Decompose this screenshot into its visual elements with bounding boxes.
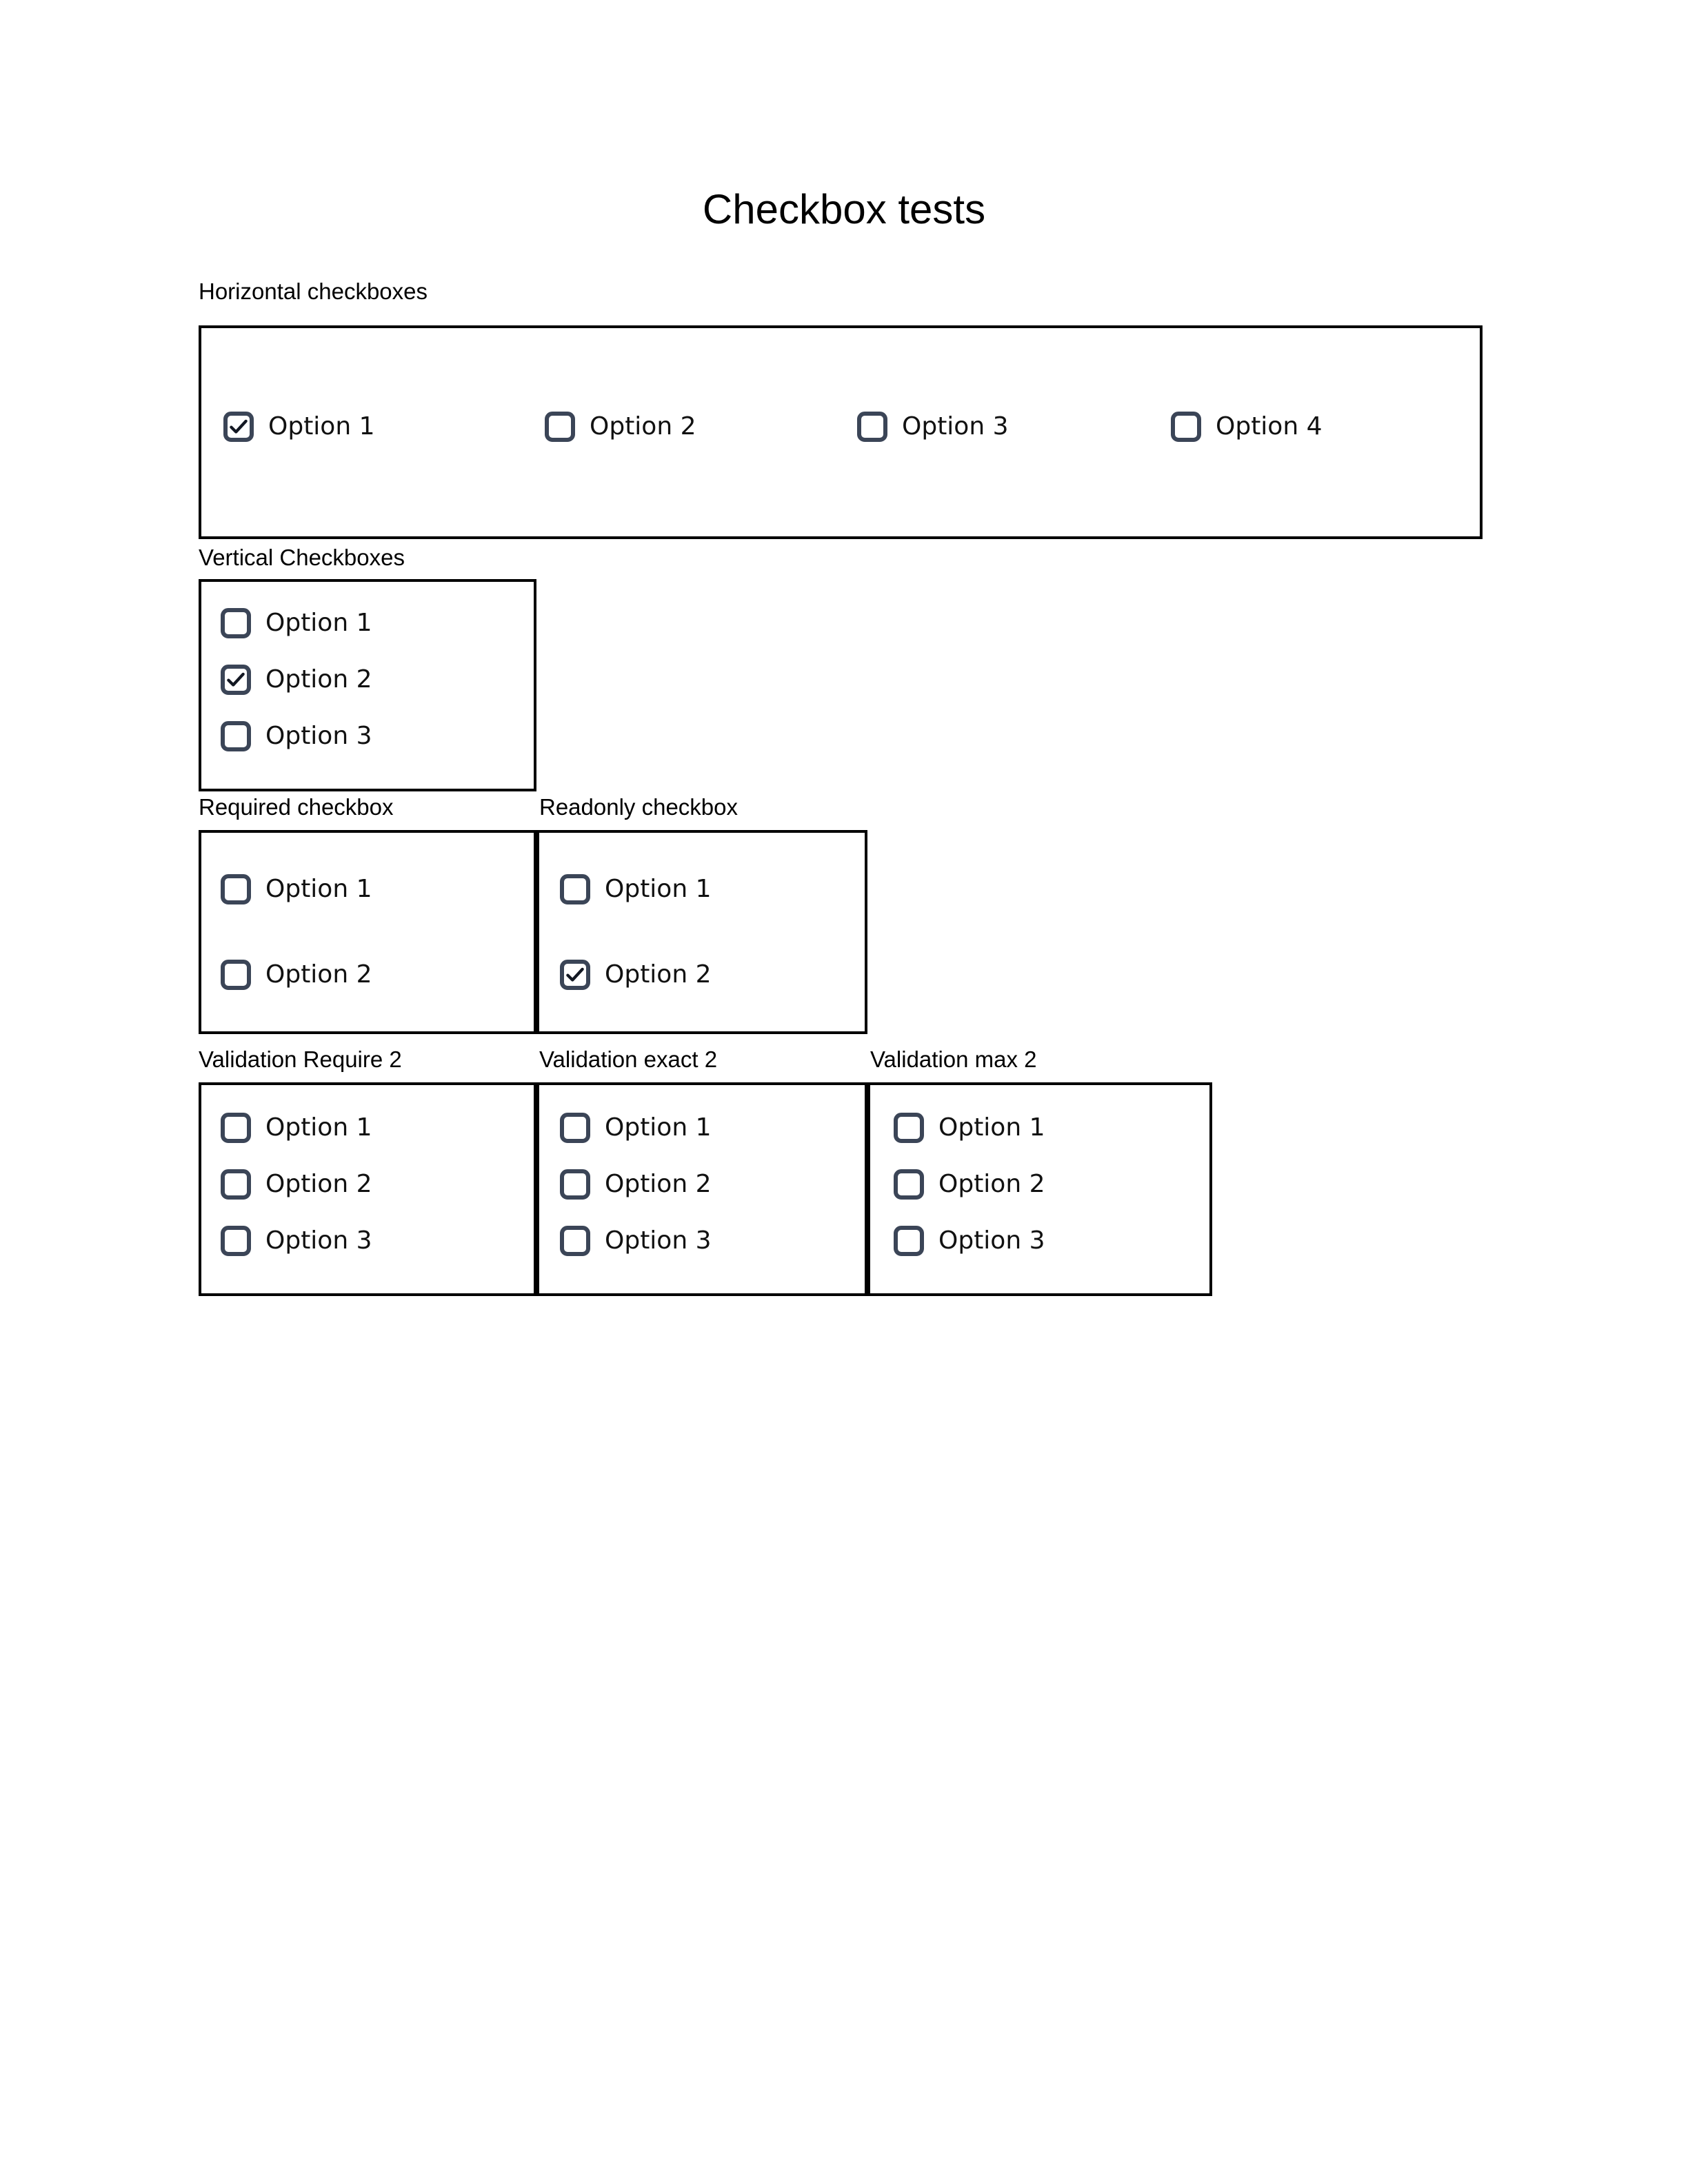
checkbox-unchecked-icon[interactable] (221, 608, 251, 638)
checkbox-item-validation-max-2-option-2[interactable]: Option 2 (894, 1169, 1045, 1200)
checkbox-label: Option 3 (938, 1226, 1045, 1255)
checkbox-label: Option 1 (605, 875, 712, 903)
group-label-readonly: Readonly checkbox (539, 794, 738, 820)
group-box-validation-max-2 (867, 1082, 1212, 1296)
group-label-vertical: Vertical Checkboxes (199, 545, 405, 570)
checkbox-label: Option 2 (605, 1170, 712, 1198)
checkbox-unchecked-icon[interactable] (894, 1113, 924, 1143)
checkbox-unchecked-icon[interactable] (221, 960, 251, 990)
checkbox-item-horizontal-option-4[interactable]: Option 4 (1171, 412, 1323, 442)
checkbox-unchecked-icon[interactable] (545, 412, 575, 442)
group-box-required (199, 830, 536, 1034)
checkbox-item-validation-max-2-option-1[interactable]: Option 1 (894, 1113, 1045, 1143)
checkbox-label: Option 1 (605, 1113, 712, 1142)
checkbox-label: Option 4 (1216, 412, 1323, 441)
checkbox-label: Option 1 (268, 412, 375, 441)
checkbox-label: Option 1 (265, 609, 372, 637)
group-box-horizontal (199, 325, 1483, 539)
checkbox-label: Option 2 (605, 960, 712, 989)
checkbox-unchecked-icon[interactable] (894, 1169, 924, 1200)
checkbox-checked-icon[interactable] (221, 665, 251, 695)
checkbox-label: Option 2 (265, 960, 372, 989)
checkbox-item-readonly-option-2[interactable]: Option 2 (560, 960, 712, 990)
checkbox-unchecked-icon[interactable] (560, 1169, 590, 1200)
checkbox-label: Option 3 (902, 412, 1009, 441)
group-label-horizontal: Horizontal checkboxes (199, 279, 428, 304)
checkbox-unchecked-icon[interactable] (1171, 412, 1201, 442)
checkbox-unchecked-icon[interactable] (894, 1226, 924, 1256)
checkbox-unchecked-icon[interactable] (221, 1113, 251, 1143)
group-box-readonly (536, 830, 867, 1034)
checkbox-item-validation-exact-2-option-3[interactable]: Option 3 (560, 1226, 712, 1256)
checkbox-label: Option 3 (605, 1226, 712, 1255)
checkbox-unchecked-icon[interactable] (560, 874, 590, 904)
checkbox-item-validation-require-2-option-1[interactable]: Option 1 (221, 1113, 372, 1143)
checkbox-checked-icon[interactable] (223, 412, 254, 442)
checkbox-item-validation-require-2-option-2[interactable]: Option 2 (221, 1169, 372, 1200)
group-box-validation-exact-2 (536, 1082, 867, 1296)
checkbox-unchecked-icon[interactable] (221, 874, 251, 904)
checkbox-unchecked-icon[interactable] (221, 1226, 251, 1256)
checkbox-label: Option 2 (265, 665, 372, 694)
group-label-validation-exact-2: Validation exact 2 (539, 1046, 718, 1072)
group-box-validation-require-2 (199, 1082, 536, 1296)
checkbox-item-horizontal-option-1[interactable]: Option 1 (223, 412, 375, 442)
checkbox-label: Option 2 (938, 1170, 1045, 1198)
checkbox-label: Option 3 (265, 722, 372, 750)
checkbox-item-validation-exact-2-option-1[interactable]: Option 1 (560, 1113, 712, 1143)
checkbox-label: Option 3 (265, 1226, 372, 1255)
checkbox-item-vertical-option-3[interactable]: Option 3 (221, 721, 372, 751)
page-title: Checkbox tests (702, 186, 986, 232)
checkbox-item-horizontal-option-2[interactable]: Option 2 (545, 412, 696, 442)
group-box-vertical (199, 579, 536, 791)
checkbox-label: Option 2 (590, 412, 696, 441)
checkbox-label: Option 1 (938, 1113, 1045, 1142)
checkbox-label: Option 1 (265, 1113, 372, 1142)
group-label-validation-require-2: Validation Require 2 (199, 1046, 402, 1072)
checkbox-item-vertical-option-2[interactable]: Option 2 (221, 665, 372, 695)
checkbox-unchecked-icon[interactable] (221, 721, 251, 751)
checkbox-item-validation-require-2-option-3[interactable]: Option 3 (221, 1226, 372, 1256)
checkbox-item-readonly-option-1[interactable]: Option 1 (560, 874, 712, 904)
group-label-required: Required checkbox (199, 794, 394, 820)
checkbox-item-validation-max-2-option-3[interactable]: Option 3 (894, 1226, 1045, 1256)
checkbox-item-horizontal-option-3[interactable]: Option 3 (857, 412, 1009, 442)
checkbox-unchecked-icon[interactable] (221, 1169, 251, 1200)
checkbox-checked-icon[interactable] (560, 960, 590, 990)
checkbox-item-required-option-1[interactable]: Option 1 (221, 874, 372, 904)
checkbox-unchecked-icon[interactable] (560, 1226, 590, 1256)
checkbox-item-required-option-2[interactable]: Option 2 (221, 960, 372, 990)
checkbox-label: Option 2 (265, 1170, 372, 1198)
checkbox-label: Option 1 (265, 875, 372, 903)
checkbox-item-vertical-option-1[interactable]: Option 1 (221, 608, 372, 638)
checkbox-unchecked-icon[interactable] (857, 412, 887, 442)
checkbox-item-validation-exact-2-option-2[interactable]: Option 2 (560, 1169, 712, 1200)
checkbox-unchecked-icon[interactable] (560, 1113, 590, 1143)
group-label-validation-max-2: Validation max 2 (870, 1046, 1037, 1072)
